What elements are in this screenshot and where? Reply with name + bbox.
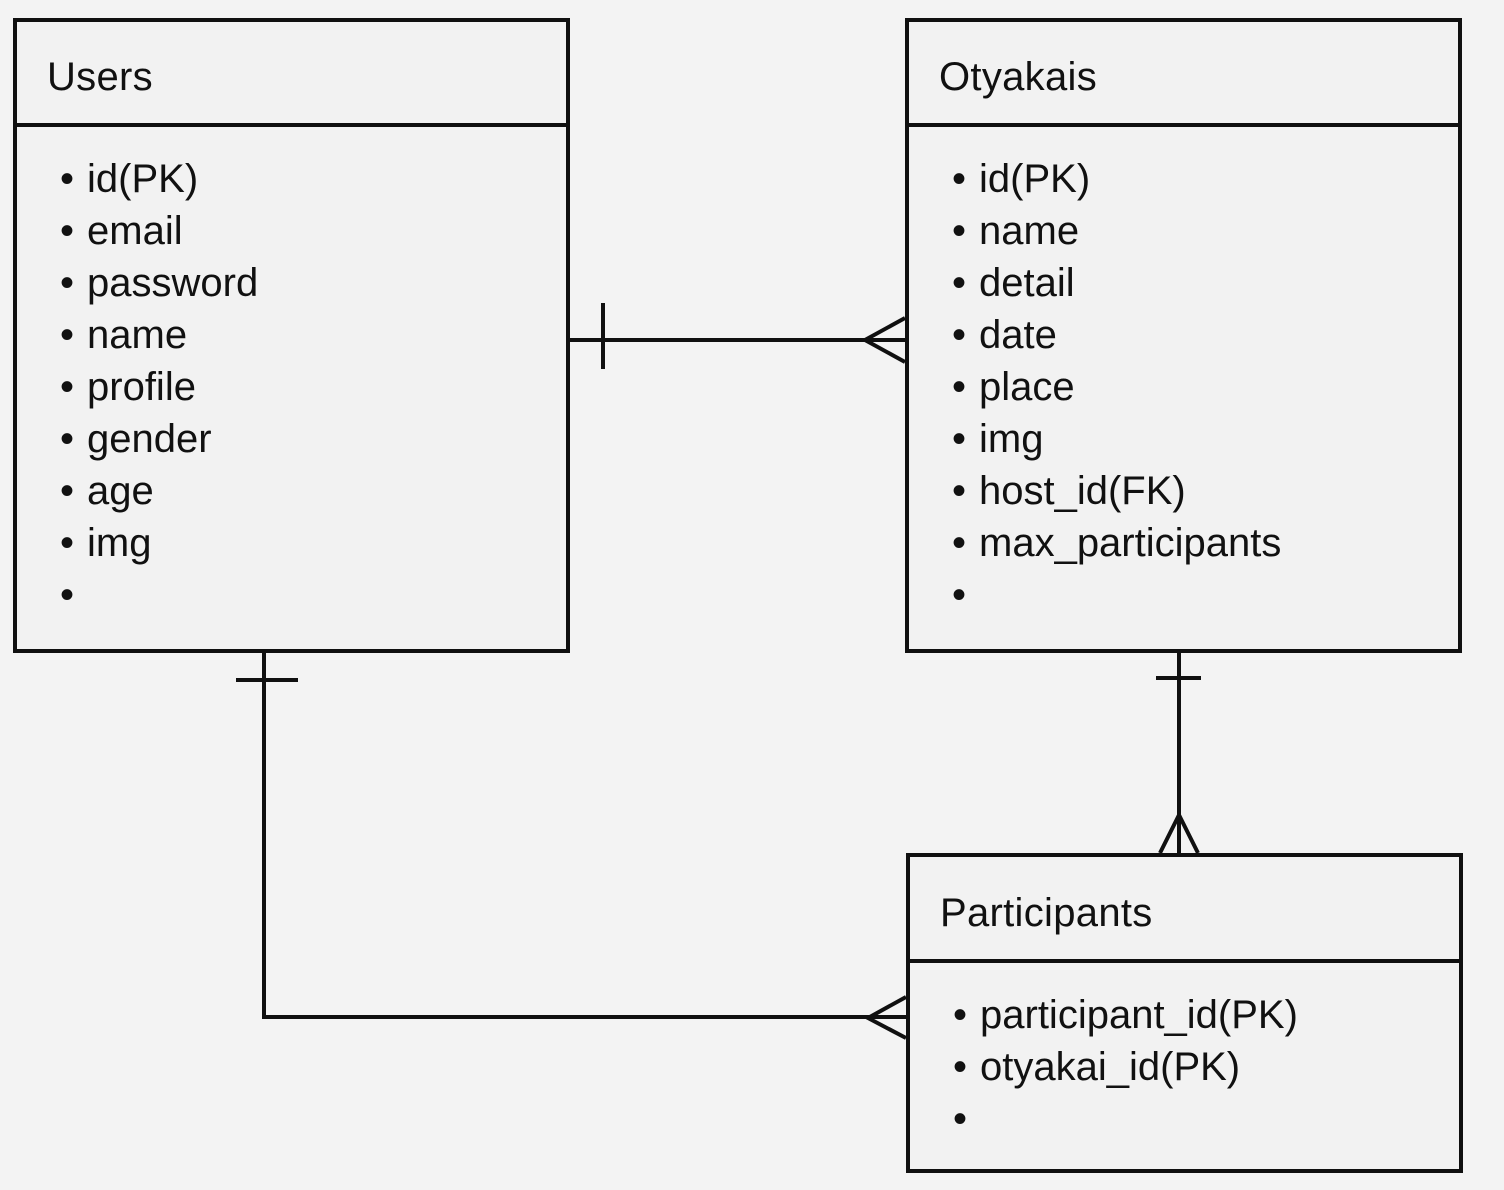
bullet-icon: • (59, 260, 74, 305)
relationship-line (262, 652, 906, 1019)
field-label: profile (87, 364, 196, 409)
entity-otyakais: Otyakais • id(PK) • name • detail • date • pl… (905, 18, 1462, 653)
bullet-icon: • (59, 572, 74, 617)
bullet-icon: • (951, 260, 966, 305)
many-marker-crow-foot-icon (860, 316, 906, 364)
bullet-icon: • (952, 1044, 967, 1089)
bullet-icon: • (59, 468, 74, 513)
bullet-icon: • (59, 312, 74, 357)
bullet-icon: • (952, 992, 967, 1037)
field-label: place (979, 364, 1075, 409)
field-row: • (59, 569, 566, 621)
field-label: email (87, 208, 183, 253)
field-row: • gender (59, 413, 566, 465)
field-label: max_participants (979, 520, 1282, 565)
bullet-icon: • (59, 520, 74, 565)
field-row: • profile (59, 361, 566, 413)
field-label: gender (87, 416, 212, 461)
field-label: otyakai_id(PK) (980, 1044, 1241, 1089)
bullet-icon: • (59, 416, 74, 461)
otyakais-participants-relationship (1156, 652, 1201, 854)
entity-participants: Participants • participant_id(PK) • otyaka… (906, 853, 1463, 1173)
bullet-icon: • (952, 1096, 967, 1141)
entity-otyakais-header: Otyakais (909, 22, 1458, 127)
field-row: • age (59, 465, 566, 517)
field-label: host_id(FK) (979, 468, 1186, 513)
bullet-icon: • (59, 364, 74, 409)
field-row: • img (951, 413, 1458, 465)
entity-otyakais-title: Otyakais (939, 55, 1098, 99)
field-row: • host_id(FK) (951, 465, 1458, 517)
entity-users-title: Users (47, 55, 153, 99)
bullet-icon: • (59, 208, 74, 253)
field-row: • name (59, 309, 566, 361)
field-label: name (87, 312, 188, 357)
entity-participants-header: Participants (910, 857, 1459, 963)
field-row: • (951, 569, 1458, 621)
entity-otyakais-fields: •id(PK) •name •detail •date •place •img … (909, 127, 1458, 621)
entity-participants-title: Participants (940, 890, 1153, 935)
field-label: detail (979, 260, 1075, 305)
field-row: • detail (951, 257, 1458, 309)
field-row: • password (59, 257, 566, 309)
field-label: participant_id(PK) (980, 992, 1298, 1037)
field-label: img (87, 520, 152, 565)
field-row: • place (951, 361, 1458, 413)
field-label: date (979, 312, 1057, 357)
field-label: name (979, 208, 1080, 253)
bullet-icon: • (951, 312, 966, 357)
field-row: • id(PK) (59, 153, 566, 205)
many-marker-crow-foot-icon (1158, 810, 1200, 854)
many-marker-crow-foot-icon (863, 995, 907, 1040)
entity-users-fields: •id(PK) •email •password •name •profile … (17, 127, 566, 621)
bullet-icon: • (951, 416, 966, 461)
field-row: • otyakai_id(PK) (952, 1041, 1459, 1093)
field-label: id(PK) (979, 156, 1091, 201)
field-row: • name (951, 205, 1458, 257)
field-label: password (87, 260, 259, 305)
field-row: • img (59, 517, 566, 569)
field-row: • max_participants (951, 517, 1458, 569)
field-row: • email (59, 205, 566, 257)
bullet-icon: • (951, 364, 966, 409)
field-row: • (952, 1093, 1459, 1145)
entity-users-header: Users (17, 22, 566, 127)
field-label: img (979, 416, 1044, 461)
field-row: • participant_id(PK) (952, 989, 1459, 1041)
bullet-icon: • (951, 208, 966, 253)
bullet-icon: • (951, 156, 966, 201)
bullet-icon: • (951, 468, 966, 513)
bullet-icon: • (951, 520, 966, 565)
field-label: id(PK) (87, 156, 199, 201)
bullet-icon: • (59, 156, 74, 201)
entity-participants-fields: • participant_id(PK) • otyakai_id(PK) • (910, 963, 1459, 1145)
users-otyakais-relationship (569, 303, 906, 369)
users-participants-relationship (236, 652, 907, 1040)
bullet-icon: • (951, 572, 966, 617)
field-row: • id(PK) (951, 153, 1458, 205)
field-label: age (87, 468, 154, 513)
field-row: • date (951, 309, 1458, 361)
entity-users: Users • id(PK) • email • password • name • pr… (13, 18, 570, 653)
